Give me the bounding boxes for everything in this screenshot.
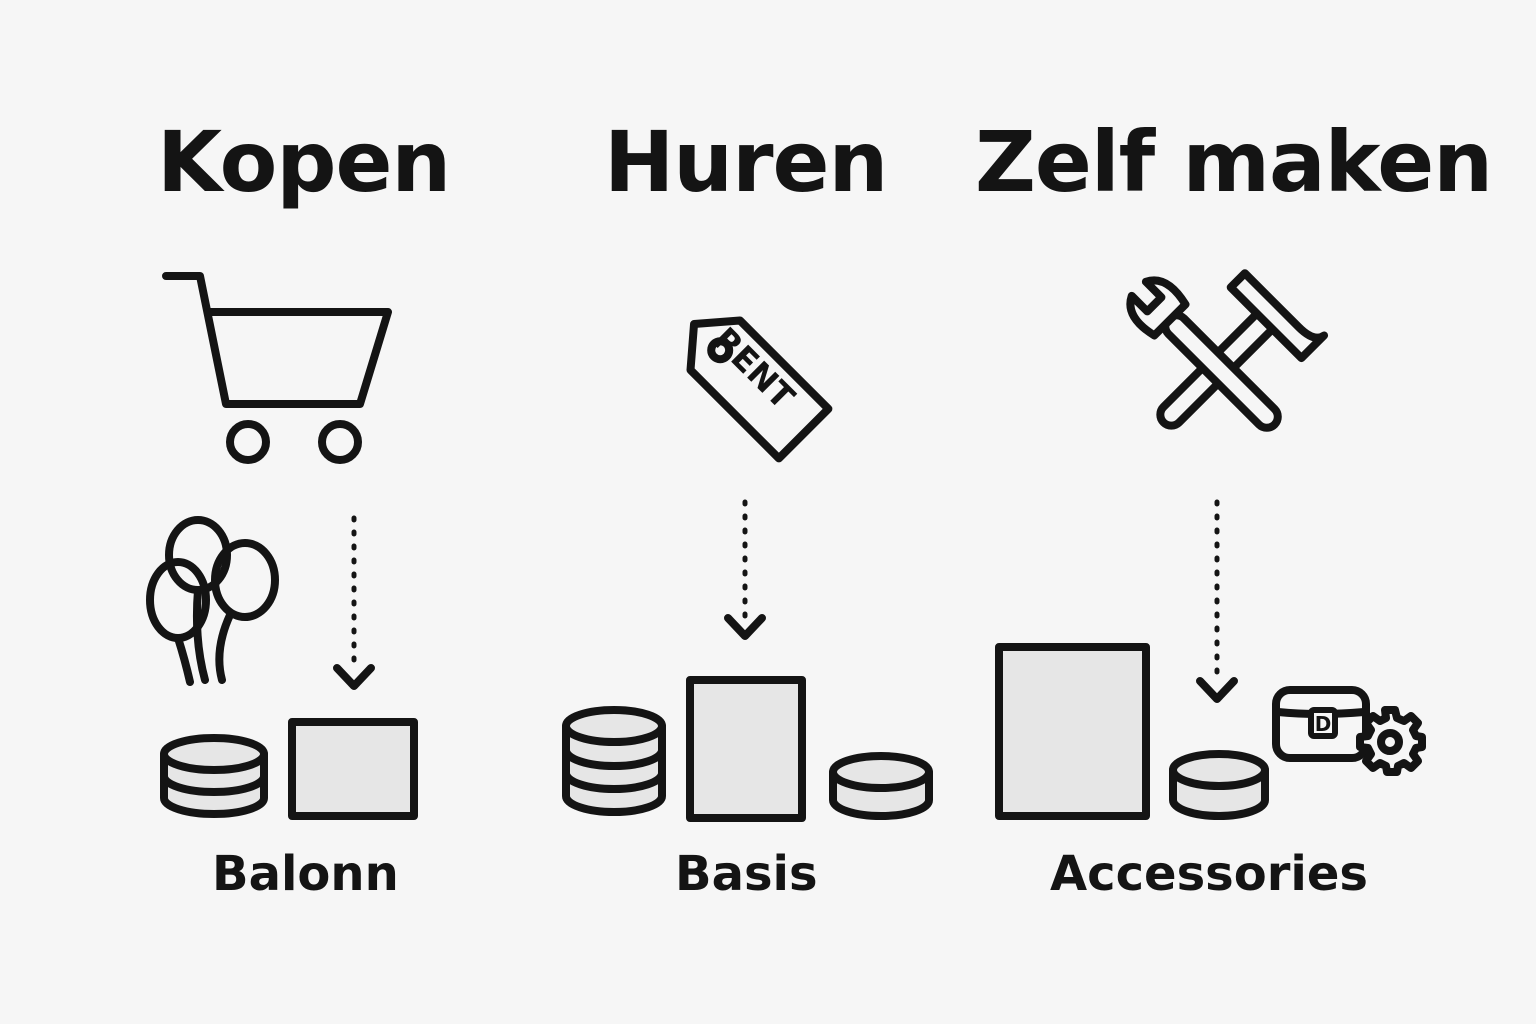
bag-with-gear-icon xyxy=(1272,686,1426,776)
column-title-huren: Huren xyxy=(604,113,888,211)
balloons-icon xyxy=(146,516,279,686)
column-title-kopen: Kopen xyxy=(157,113,451,211)
package-box xyxy=(288,718,418,820)
column-caption-basis: Basis xyxy=(675,846,818,902)
coin-stack-icon xyxy=(160,734,268,818)
coin-icon xyxy=(1169,750,1269,820)
shopping-cart-icon xyxy=(162,272,392,464)
coin-icon xyxy=(829,752,933,820)
coin-stack-icon xyxy=(562,706,666,816)
bag-label: D xyxy=(1315,712,1332,736)
arrow-down-icon xyxy=(333,515,375,690)
column-title-zelf-maken: Zelf maken xyxy=(975,113,1493,211)
column-caption-balonn: Balonn xyxy=(212,846,399,902)
package-box xyxy=(995,643,1150,820)
package-box xyxy=(686,676,806,822)
column-caption-accessories: Accessories xyxy=(1050,846,1368,902)
arrow-down-icon xyxy=(724,499,766,640)
hammer-wrench-icon xyxy=(1126,269,1329,432)
arrow-down-icon xyxy=(1196,499,1238,703)
rent-tag-icon xyxy=(686,316,833,463)
